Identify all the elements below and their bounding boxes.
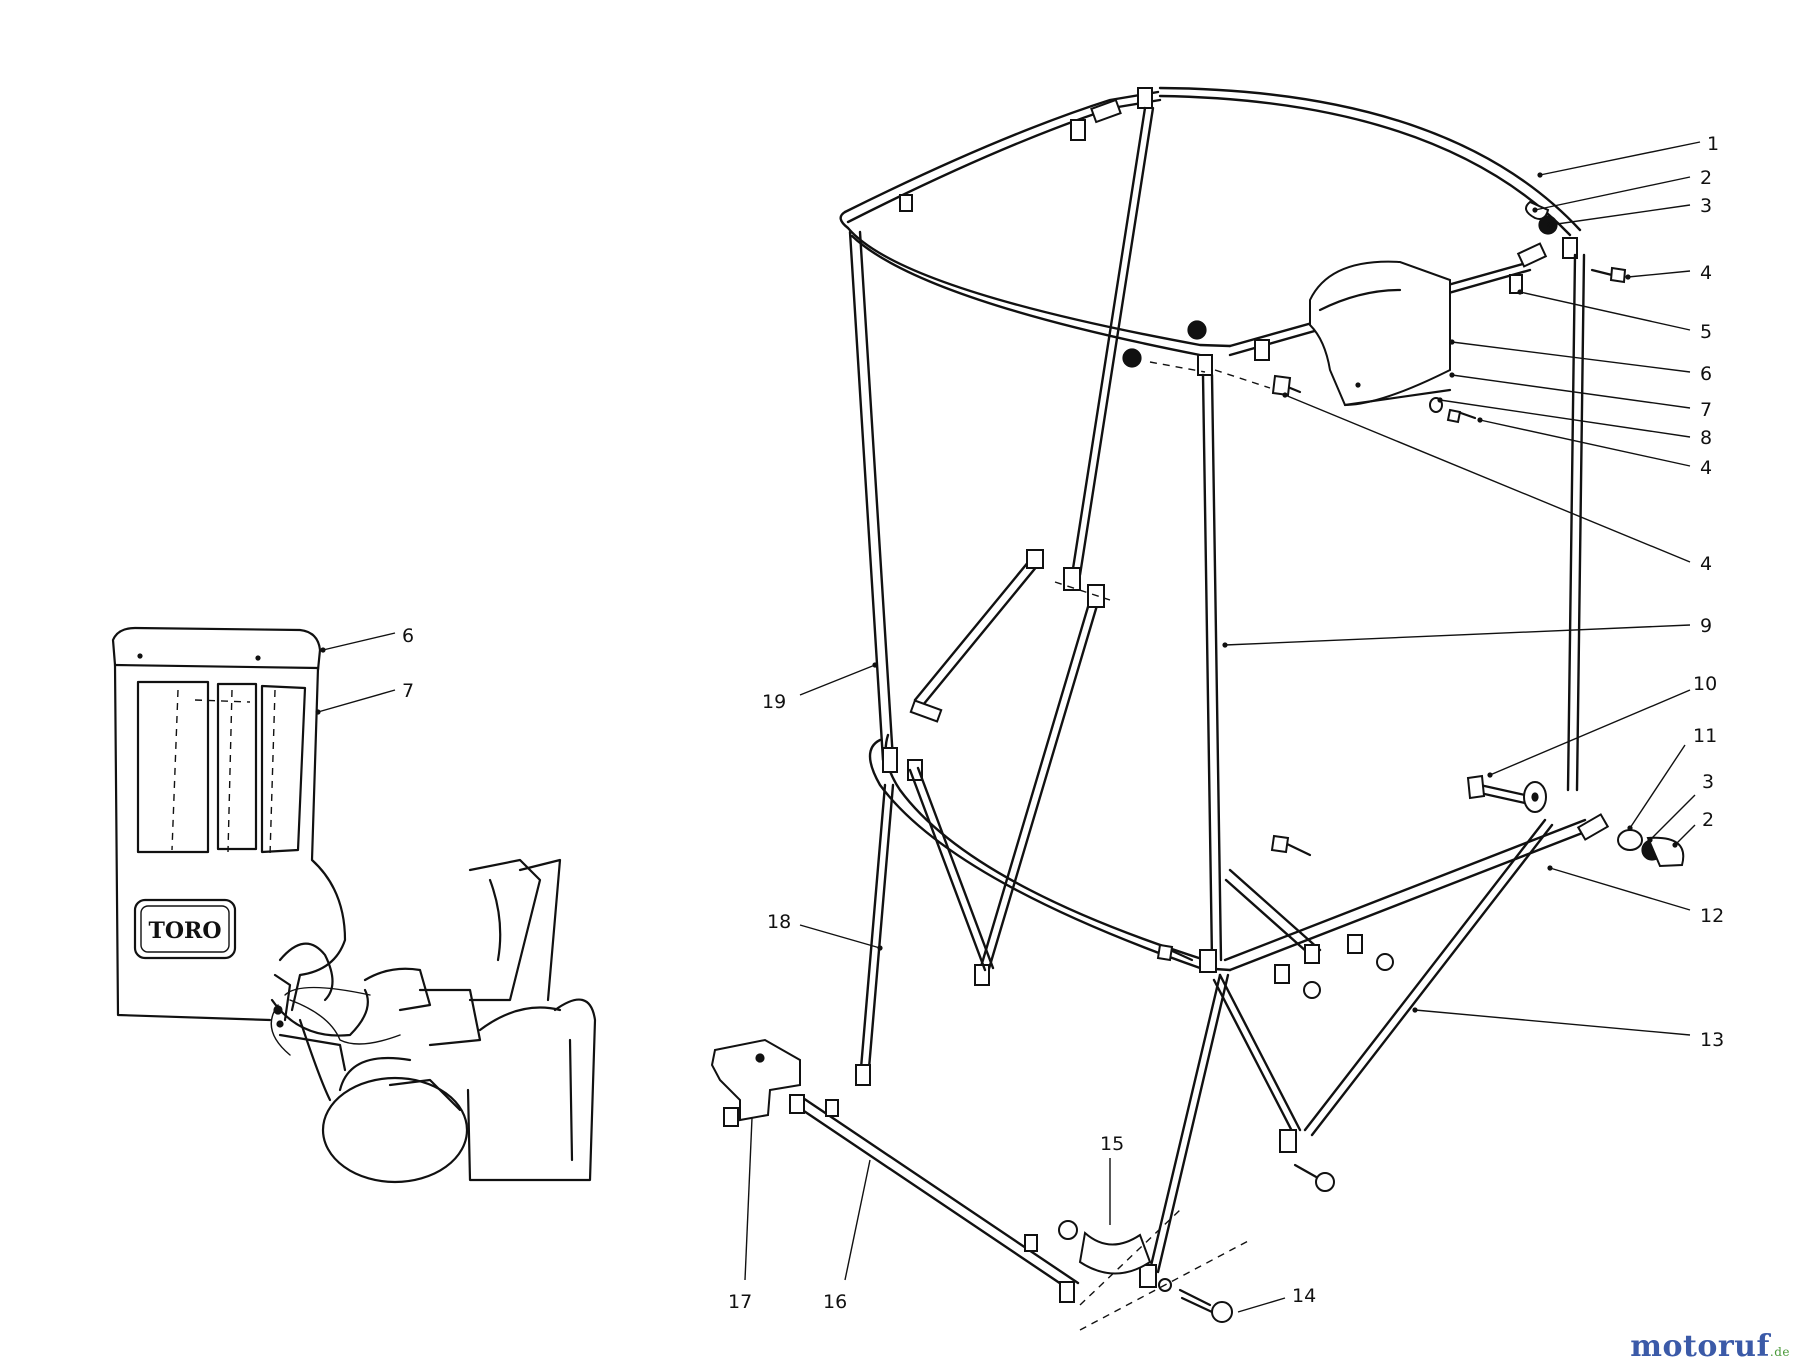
toro-logo: TORO — [149, 918, 222, 944]
watermark-text: motoruf — [1630, 1329, 1770, 1364]
inset-snowthrower-illustration: TORO — [111, 626, 597, 1184]
callout-11: 11 — [1693, 725, 1717, 747]
callout-4-top: 4 — [1700, 262, 1712, 284]
callout-6: 6 — [1700, 363, 1712, 385]
callout-15: 15 — [1100, 1133, 1124, 1155]
watermark-logo: motoruf.de — [1630, 1329, 1790, 1364]
callout-9: 9 — [1700, 615, 1712, 637]
main-callouts: 1 2 3 4 5 6 7 8 4 4 9 10 — [728, 133, 1724, 1313]
callout-8: 8 — [1700, 427, 1712, 449]
callout-1: 1 — [1707, 133, 1719, 155]
callout-3: 3 — [1700, 195, 1712, 217]
watermark-suffix: .de — [1769, 1345, 1790, 1359]
callout-3-lower: 3 — [1702, 771, 1714, 793]
callout-18: 18 — [767, 911, 791, 933]
callout-19: 19 — [762, 691, 786, 713]
callout-14: 14 — [1292, 1285, 1316, 1307]
callout-12: 12 — [1700, 905, 1724, 927]
callout-10: 10 — [1693, 673, 1717, 695]
callout-16: 16 — [823, 1291, 847, 1313]
callout-7-inset: 7 — [402, 680, 414, 702]
inset-callouts: 6 7 — [315, 625, 414, 715]
callout-6-inset: 6 — [402, 625, 414, 647]
callout-13: 13 — [1700, 1029, 1724, 1051]
callout-2-lower: 2 — [1702, 809, 1714, 831]
callout-5: 5 — [1700, 321, 1712, 343]
callout-4-mid: 4 — [1700, 457, 1712, 479]
callout-2: 2 — [1700, 167, 1712, 189]
callout-7: 7 — [1700, 399, 1712, 421]
cab-frame-assembly — [710, 86, 1685, 1331]
callout-17: 17 — [728, 1291, 752, 1313]
callout-4-lower: 4 — [1700, 553, 1712, 575]
